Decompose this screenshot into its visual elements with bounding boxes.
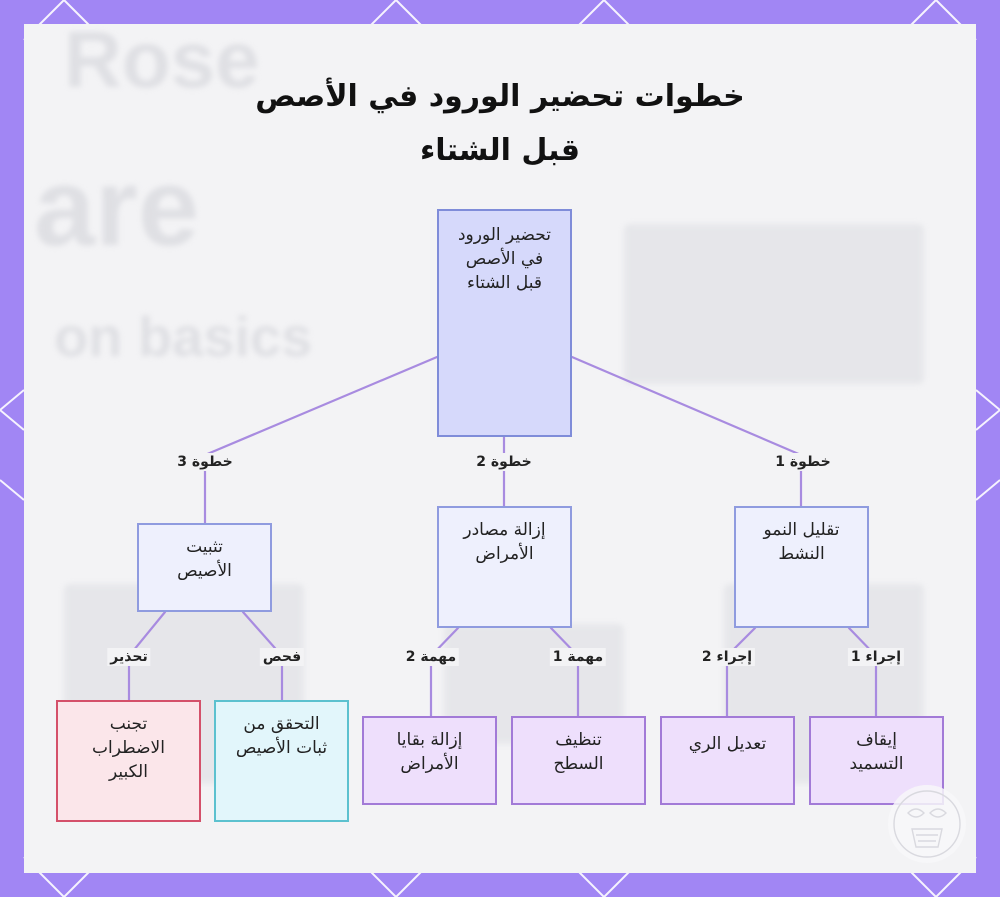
edge-label-step-1: خطوة 1	[772, 453, 834, 471]
title-line-1: خطوات تحضير الورود في الأصص	[255, 79, 745, 114]
title-line-2: قبل الشتاء	[419, 133, 581, 168]
leaf-task-1-label: تنظيف السطح	[553, 730, 604, 774]
edge-label-task-2: مهمة 2	[402, 648, 460, 666]
edge-root-step1	[570, 355, 803, 508]
leaf-warning-label: تجنب الاضطراب الكبير	[92, 714, 165, 782]
background-word-2: are	[34, 146, 200, 269]
leaf-check-node[interactable]: التحقق من ثبات الأصيص	[214, 700, 349, 822]
edge-label-step-2: خطوة 2	[473, 453, 535, 471]
edge-step1-leaf-act1	[847, 626, 878, 718]
edge-label-action-2: إجراء 2	[698, 648, 756, 666]
root-node[interactable]: تحضير الورود في الأصص قبل الشتاء	[437, 209, 572, 437]
background-photo: Rose are on basics	[24, 24, 976, 873]
step-3-label: تثبيت الأصيص	[177, 537, 232, 581]
step-1-node[interactable]: تقليل النمو النشط	[734, 506, 869, 628]
leaf-task-2-label: إزالة بقايا الأمراض	[396, 730, 463, 774]
background-word-3: on basics	[54, 305, 313, 368]
edge-label-warning: تحذير	[107, 648, 151, 666]
leaf-check-label: التحقق من ثبات الأصيص	[235, 714, 328, 758]
leaf-task-2-node[interactable]: إزالة بقايا الأمراض	[362, 716, 497, 805]
background-word-1: Rose	[64, 24, 260, 104]
leaf-warning-node[interactable]: تجنب الاضطراب الكبير	[56, 700, 201, 822]
edge-step2-leaf-task2	[429, 626, 460, 718]
edge-label-action-1: إجراء 1	[847, 648, 905, 666]
leaf-action-2-node[interactable]: تعديل الري	[660, 716, 795, 805]
leaf-task-1-node[interactable]: تنظيف السطح	[511, 716, 646, 805]
edge-step2-leaf-task1	[549, 626, 580, 718]
step-2-label: إزالة مصادر الأمراض	[463, 520, 546, 564]
edge-label-check: فحص	[259, 648, 305, 666]
watermark-logo-icon	[888, 785, 966, 863]
edge-root-step3	[203, 355, 439, 525]
edge-label-task-1: مهمة 1	[549, 648, 607, 666]
leaf-action-2-label: تعديل الري	[688, 734, 767, 754]
diagram-title: خطوات تحضير الورود في الأصص قبل الشتاء	[0, 70, 1000, 178]
leaf-action-1-label: إيقاف التسميد	[849, 730, 904, 774]
edge-label-step-3: خطوة 3	[174, 453, 236, 471]
edge-step1-leaf-act2	[725, 626, 757, 718]
step-1-label: تقليل النمو النشط	[763, 520, 840, 564]
root-node-label: تحضير الورود في الأصص قبل الشتاء	[457, 225, 552, 293]
step-2-node[interactable]: إزالة مصادر الأمراض	[437, 506, 572, 628]
step-3-node[interactable]: تثبيت الأصيص	[137, 523, 272, 612]
